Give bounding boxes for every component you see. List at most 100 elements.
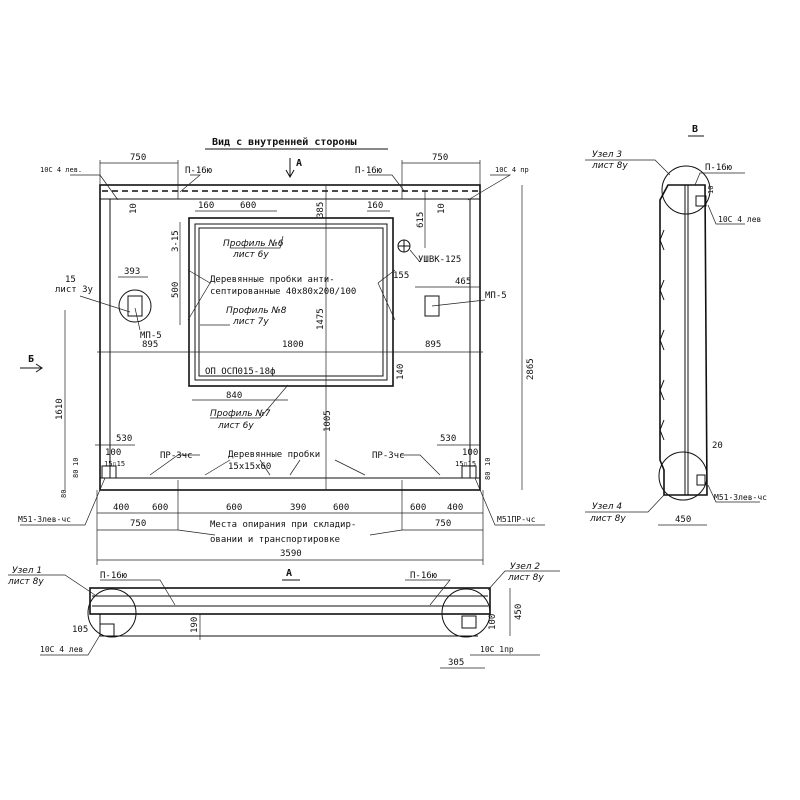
panel-outline: [99, 184, 481, 491]
dim-530-right: 530: [440, 434, 456, 444]
label-m51-right: М51ПР-чс: [497, 515, 536, 524]
dim-400-right: 400: [447, 503, 463, 513]
label-node-1-sheet: лист 8у: [7, 577, 44, 587]
section-mark-a-bottom: А: [286, 568, 292, 579]
label-10c4-bottom: 10С 4 лев: [40, 645, 83, 654]
label-p16-right: П-16ю: [355, 166, 383, 176]
section-mark-a: А: [296, 158, 302, 169]
dim-10-side: 10: [707, 186, 715, 194]
label-mp5-left: МП-5: [140, 331, 162, 341]
dim-105: 105: [72, 625, 88, 635]
label-10c4-right: 10С 4 пр: [495, 166, 529, 174]
label-node-4: Узел 4: [592, 502, 622, 512]
label-pr3-left: ПР-3чс: [160, 451, 193, 461]
label-wood-plugs-1: Деревянные пробки анти-: [210, 274, 335, 285]
label-sheet-7u: лист 7у: [232, 317, 269, 327]
label-profile-6: Профиль №6: [223, 239, 284, 249]
node-4-circle: [658, 451, 708, 501]
dim-1610: 1610: [55, 398, 65, 420]
dim-600: 600: [240, 201, 256, 211]
main-elevation: Вид с внутренней стороны А: [18, 136, 545, 565]
dim-393: 393: [124, 267, 140, 277]
label-10c1-bottom: 10С 1пр: [480, 645, 514, 654]
label-p16-bottom-right: П-16ю: [410, 571, 438, 581]
dim-600-a: 600: [152, 503, 168, 513]
section-mark-b: Б: [28, 354, 34, 365]
label-pr3-right: ПР-3чс: [372, 451, 405, 461]
label-support-1: Места опирания при складир-: [210, 520, 356, 530]
dim-465: 465: [455, 277, 471, 287]
label-m51-side: М51-3лев-чс: [714, 493, 767, 502]
view-b-side: В Узел 3 лист 8у П-16ю 10 10С 4 лев 20 М…: [585, 124, 767, 526]
label-support-2: овании и транспортировке: [210, 535, 340, 545]
label-node-3-sheet: лист 8у: [591, 161, 628, 171]
view-title: Вид с внутренней стороны: [212, 136, 357, 148]
dim-1005: 1005: [323, 410, 333, 432]
dim-1800: 1800: [282, 340, 304, 350]
label-wood-plugs-2: септированные 40х80х200/100: [210, 287, 356, 297]
label-node-2-sheet: лист 8у: [507, 573, 544, 583]
node-3-circle: [661, 165, 711, 215]
dim-305: 305: [448, 658, 464, 668]
label-sheet-6u: лист 6у: [232, 250, 269, 260]
label-node-15: 15: [65, 275, 76, 285]
label-mp5-right: МП-5: [485, 291, 507, 301]
dim-390: 390: [290, 503, 306, 513]
label-p16-left: П-16ю: [185, 166, 213, 176]
dim-100-bottom: 100: [488, 614, 498, 630]
dim-10-right: 10: [437, 203, 447, 214]
label-node-1: Узел 1: [12, 566, 42, 576]
dim-10-bottom-left: 10: [72, 458, 80, 466]
label-node-3: Узел 3: [592, 150, 622, 160]
dim-10-left: 10: [129, 203, 139, 214]
dim-750-left: 750: [130, 153, 146, 163]
dim-140: 140: [396, 364, 406, 380]
dim-840: 840: [226, 391, 242, 401]
dim-385: 385: [316, 202, 326, 218]
dim-80-bottom: 80: [60, 490, 68, 498]
dim-615: 615: [416, 212, 426, 228]
dim-160-right: 160: [367, 201, 383, 211]
dim-80-right: 80: [484, 472, 492, 480]
node-1-circle: [87, 588, 137, 638]
dim-450-side: 450: [675, 515, 691, 525]
label-op-osp: ОП ОСП015-18ф: [205, 367, 275, 377]
dim-10-bottom-right: 10: [484, 458, 492, 466]
dim-895-left: 895: [142, 340, 158, 350]
dim-895-right: 895: [425, 340, 441, 350]
dim-3-15: 3-15: [171, 230, 181, 252]
dim-190: 190: [190, 617, 200, 633]
label-profile-8: Профиль №8: [226, 306, 287, 316]
dim-1475: 1475: [316, 308, 326, 330]
label-wood-plugs-b1: Деревянные пробки: [228, 449, 320, 460]
label-ushvk-125: УШВК-125: [418, 255, 461, 265]
dim-600-b: 600: [226, 503, 242, 513]
label-15x15-right: 15▯15: [455, 460, 476, 468]
dim-750-right: 750: [432, 153, 448, 163]
node-2-circle: [441, 588, 491, 638]
dim-750-bottom-right: 750: [435, 519, 451, 529]
dim-100-left: 100: [105, 448, 121, 458]
label-p16-side: П-16ю: [705, 163, 733, 173]
dim-2865: 2865: [526, 358, 536, 380]
label-10c4-side: 10С 4 лев: [718, 215, 761, 224]
dim-160-left: 160: [198, 201, 214, 211]
label-p16-bottom-left: П-16ю: [100, 571, 128, 581]
label-m51-left: М51-3лев-чс: [18, 515, 71, 524]
dim-600-c: 600: [333, 503, 349, 513]
dim-400-left: 400: [113, 503, 129, 513]
section-mark-v: В: [692, 124, 698, 135]
window-opening: [188, 217, 394, 387]
detail-circle: [118, 289, 152, 323]
view-a-plan: Узел 1 лист 8у П-16ю А П-16ю Узел 2 лист…: [7, 562, 560, 669]
dim-3590: 3590: [280, 549, 302, 559]
dim-750-bottom-left: 750: [130, 519, 146, 529]
label-wood-plugs-b2: 15х15х60: [228, 462, 271, 472]
dim-600-d: 600: [410, 503, 426, 513]
label-15x15-left: 15▯15: [104, 460, 125, 468]
label-sheet-6u-b: лист 6у: [217, 421, 254, 431]
label-10c4-left: 10С 4 лев.: [40, 166, 82, 174]
dim-450: 450: [514, 604, 524, 620]
dim-20: 20: [712, 441, 723, 451]
